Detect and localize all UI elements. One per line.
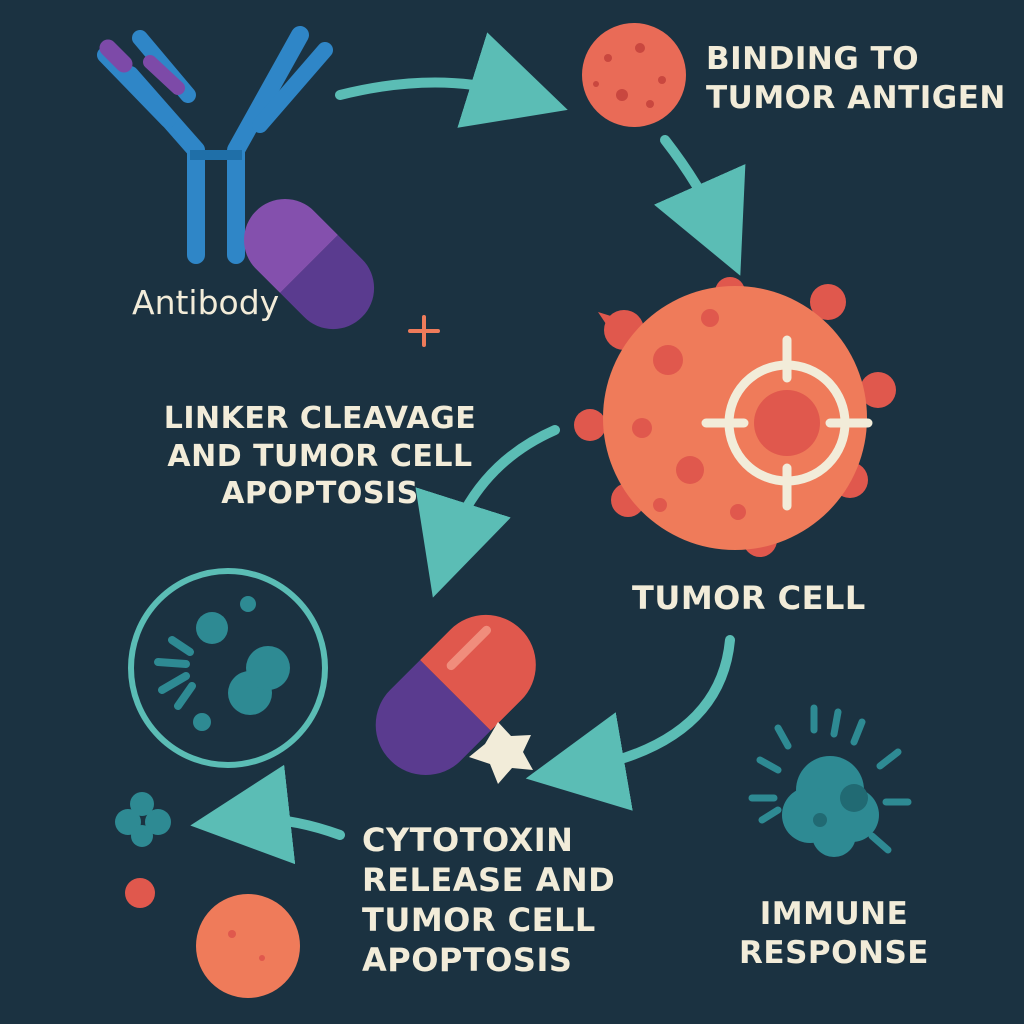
- label-immune-response: IMMUNE RESPONSE: [739, 896, 929, 971]
- immune-cell-icon: [748, 704, 912, 857]
- arrow-to-cytotoxin: [525, 635, 735, 811]
- arrow-to-debris: [190, 764, 345, 865]
- label-antibody: Antibody: [132, 283, 280, 322]
- label-cytotoxin-release: CYTOTOXIN RELEASE AND TUMOR CELL APOPTOS…: [362, 821, 616, 979]
- cytotoxin-star-icon: [469, 722, 533, 784]
- label-binding-to-tumor-antigen: BINDING TO TUMOR ANTIGEN: [706, 41, 1006, 116]
- arrow-to-apoptosis: [415, 425, 560, 598]
- arrow-to-tumor-cell: [653, 135, 746, 276]
- tumor-cell-icon: [574, 277, 896, 557]
- adc-capsule-icon: [227, 182, 392, 347]
- target-crosshair-icon: [701, 335, 873, 511]
- debris-icon: [115, 792, 300, 998]
- apoptotic-cell-icon: [128, 568, 328, 768]
- linker-plus-icon: [408, 315, 440, 347]
- arrow-to-binding: [335, 32, 568, 128]
- broken-capsule-icon: [355, 594, 557, 796]
- antibody-icon: [97, 26, 333, 264]
- label-linker-cleavage: LINKER CLEAVAGE AND TUMOR CELL APOPTOSIS: [163, 401, 477, 511]
- label-tumor-cell: TUMOR CELL: [632, 579, 866, 617]
- small-tumor-cell-icon: [582, 23, 686, 127]
